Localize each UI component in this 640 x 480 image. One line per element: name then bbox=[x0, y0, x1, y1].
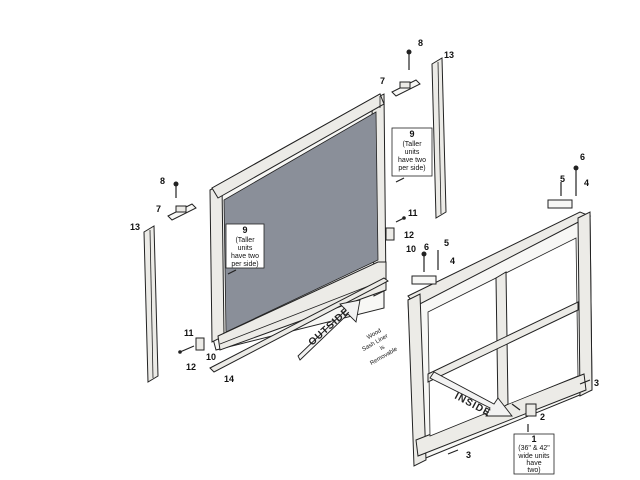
top-screw bbox=[406, 49, 412, 70]
sill-strip bbox=[209, 277, 389, 373]
screen-panel bbox=[209, 93, 387, 351]
note-right-line-4: per side) bbox=[398, 165, 425, 172]
callout-14: 14 bbox=[224, 374, 234, 384]
note-wide-units: 1 (36" & 42" wide units have two) bbox=[513, 433, 555, 475]
callout-13-left: 13 bbox=[130, 222, 140, 232]
note-wide-line-2: wide units bbox=[517, 453, 550, 460]
sash-lock-right bbox=[547, 165, 579, 209]
note-right-line-2: units bbox=[405, 149, 420, 156]
callout-5-right: 5 bbox=[560, 174, 565, 184]
note-wide-line-4: two) bbox=[527, 467, 540, 474]
note-wide-line-1: (36" & 42" bbox=[518, 445, 550, 452]
frame-screw-left bbox=[227, 269, 237, 275]
callout-3-right: 3 bbox=[594, 378, 599, 388]
screen-mesh bbox=[223, 111, 379, 333]
left-bracket bbox=[167, 203, 197, 221]
note-left-line-3: have two bbox=[231, 253, 259, 260]
note-left-line-4: per side) bbox=[231, 261, 258, 268]
callout-10-mid: 10 bbox=[406, 244, 416, 254]
sash-panel bbox=[407, 211, 593, 467]
note-left-line-1: (Taller bbox=[235, 237, 255, 244]
note-right-line-1: (Taller bbox=[402, 141, 422, 148]
callout-7-left: 7 bbox=[156, 204, 161, 214]
callout-8-top: 8 bbox=[418, 38, 423, 48]
note-right-line-3: have two bbox=[398, 157, 426, 164]
top-right-bracket bbox=[391, 79, 421, 97]
callout-2: 2 bbox=[540, 412, 545, 422]
callout-4-mid: 4 bbox=[450, 256, 455, 266]
callout-11-low: 11 bbox=[184, 328, 194, 338]
note-right-num: 9 bbox=[409, 129, 414, 139]
note-taller-right: 9 (Taller units have two per side) bbox=[391, 127, 433, 177]
callout-5-mid: 5 bbox=[444, 238, 449, 248]
callout-8-left: 8 bbox=[160, 176, 165, 186]
callout-6-right: 6 bbox=[580, 152, 585, 162]
mid-clip bbox=[385, 216, 406, 241]
callout-13-top: 13 bbox=[444, 50, 454, 60]
callout-11-mid: 11 bbox=[408, 208, 418, 218]
wood-note-line-3: is bbox=[379, 345, 386, 352]
sash-screw-right bbox=[579, 379, 591, 385]
callout-12-low: 12 bbox=[186, 362, 196, 372]
left-screw bbox=[173, 181, 179, 198]
lower-left-clip bbox=[178, 337, 205, 354]
note-wide-num: 1 bbox=[531, 434, 536, 444]
callout-3-bottom: 3 bbox=[466, 450, 471, 460]
note-left-line-2: units bbox=[238, 245, 253, 252]
frame-screw-right bbox=[395, 177, 405, 183]
right-jamb bbox=[431, 57, 447, 219]
callout-7-top: 7 bbox=[380, 76, 385, 86]
left-jamb bbox=[143, 225, 159, 383]
wood-note: Wood Sash Liner is Removable bbox=[361, 328, 399, 367]
note-wide-line-3: have bbox=[526, 460, 541, 467]
callout-4-right: 4 bbox=[584, 178, 589, 188]
sash-lock-mid bbox=[411, 250, 439, 285]
callout-6-mid: 6 bbox=[424, 242, 429, 252]
callout-10-low: 10 bbox=[206, 352, 216, 362]
sash-screw-bottom bbox=[447, 449, 459, 455]
note-taller-left: 9 (Taller units have two per side) bbox=[225, 223, 265, 269]
callout-12-mid: 12 bbox=[404, 230, 414, 240]
sash-latch-bottom bbox=[511, 403, 537, 432]
note-left-num: 9 bbox=[242, 225, 247, 235]
